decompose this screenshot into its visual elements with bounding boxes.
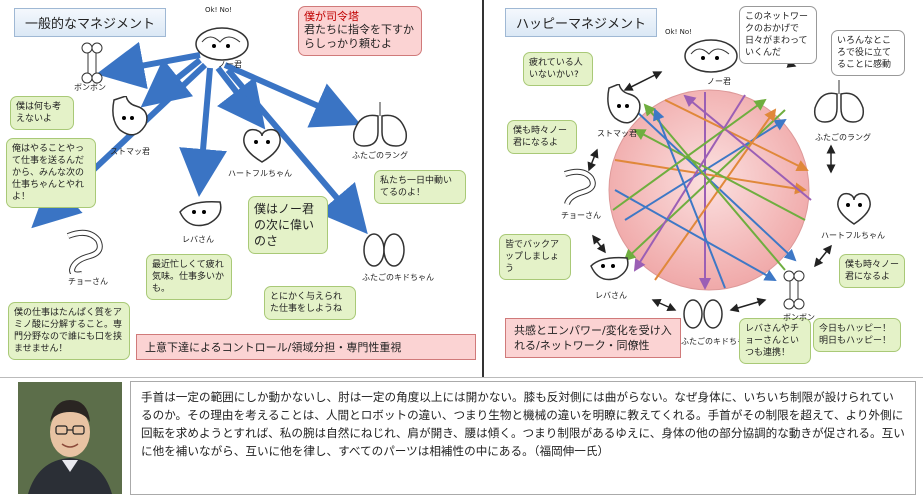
- quote-box: 手首は一定の範囲にしか動かないし、肘は一定の角度以上には開かない。膝も反対側には…: [130, 381, 916, 495]
- r-bubble-bone: 今日もハッピー！明日もハッピー！: [813, 318, 901, 352]
- r-bubble-liver: 皆でバックアップしましょう: [499, 234, 571, 280]
- r-bubble-kidneys: レバさんやチョーさんといつも連携！: [739, 318, 811, 364]
- r-stomach-icon: [607, 84, 641, 124]
- r-brain-icon: [684, 39, 738, 73]
- r-bubble-network: このネットワークのおかげで日々がまわっていくんだ: [739, 6, 817, 64]
- r-label-heart: ハートフルちゃん: [821, 231, 885, 240]
- r-label-liver: レバさん: [595, 291, 627, 300]
- r-label-intestine: チョーさん: [561, 211, 601, 220]
- heart-icon: [243, 128, 281, 163]
- r-lungs-icon: [813, 80, 865, 123]
- bubble-kidneys: とにかく与えられた仕事をしようね: [264, 286, 356, 320]
- label-heart: ハートフルちゃん: [228, 169, 292, 178]
- intestine-icon: [66, 229, 103, 274]
- r-bubble-stomach: 疲れている人いないかい?: [523, 52, 593, 86]
- r-intestine-icon: [564, 168, 596, 205]
- lungs-icon: [352, 102, 408, 147]
- label-stomach: ストマッ君: [110, 147, 150, 156]
- right-panel: ハッピーマネジメント: [485, 0, 923, 378]
- author-photo: [18, 382, 122, 494]
- stomach-icon: [112, 96, 148, 136]
- label-bone: ボンボン: [74, 83, 106, 92]
- r-heart-icon: [837, 192, 871, 225]
- r-brain-badge: Ok! No!: [665, 28, 692, 36]
- boss-bubble: 僕が司令塔 君たちに指令を下すからしっかり頼むよ: [298, 6, 422, 56]
- left-banner: 上意下達によるコントロール/領域分担・専門性重視: [136, 334, 476, 360]
- r-bubble-intestine: 僕も時々ノー君になるよ: [507, 120, 577, 154]
- bubble-liver: 最近忙しくて疲れ気味。仕事多いかも。: [146, 254, 232, 300]
- label-kidneys: ふたごのキドちゃん: [362, 273, 434, 282]
- boss-bubble-text: 君たちに指令を下すからしっかり頼むよ: [304, 23, 414, 50]
- panel-divider: [482, 0, 484, 378]
- brain-badge: Ok! No!: [205, 6, 232, 14]
- bubble-bone: 僕は何も考えないよ: [10, 96, 74, 130]
- r-liver-icon: [590, 256, 629, 281]
- section-divider: [0, 377, 923, 378]
- r-bone-icon: [783, 270, 805, 310]
- r-label-stomach: ストマッ君: [597, 129, 637, 138]
- label-brain: ノー君: [218, 60, 242, 69]
- bubble-stomach: 俺はやることやって仕事を送るんだから、みんな次の仕事ちゃんとやれよ！: [6, 138, 96, 208]
- label-intestine: チョーさん: [68, 277, 108, 286]
- left-title: 一般的なマネジメント: [14, 8, 167, 37]
- r-label-bone: ボンボン: [783, 313, 815, 322]
- bubble-lungs: 私たち一日中動いてるのよ！: [374, 170, 466, 204]
- label-lungs: ふたごのラング: [352, 151, 408, 160]
- liver-icon: [179, 200, 222, 227]
- right-title: ハッピーマネジメント: [505, 8, 658, 37]
- right-banner: 共感とエンパワー/変化を受け入れる/ネットワーク・同僚性: [505, 318, 681, 358]
- boss-bubble-title: 僕が司令塔: [304, 10, 359, 23]
- label-liver: レバさん: [182, 235, 214, 244]
- r-label-lungs: ふたごのラング: [815, 133, 871, 142]
- bubble-heart: 僕はノー君の次に偉いのさ: [248, 196, 328, 254]
- r-bubble-heart: 僕も時々ノー君になるよ: [839, 254, 905, 288]
- bubble-intestine: 僕の仕事はたんぱく質をアミノ酸に分解すること。専門分野なので誰にも口を挟ませませ…: [8, 302, 130, 360]
- left-panel: 一般的なマネジメント Ok! No! ノー君 僕が司令塔 君たちに指令を下すから…: [0, 0, 481, 378]
- portrait-image: [18, 382, 122, 494]
- bone-icon: [81, 42, 103, 84]
- kidneys-icon: [363, 233, 405, 267]
- network-diagram: [587, 50, 836, 313]
- network-links: [612, 92, 812, 290]
- r-kidneys-icon: [683, 299, 723, 329]
- r-label-kidneys: ふたごのキドちゃん: [681, 337, 753, 346]
- r-bubble-lungs: いろんなところで役に立てることに感動: [831, 30, 905, 76]
- r-label-brain: ノー君: [707, 77, 731, 86]
- brain-icon: [195, 27, 249, 61]
